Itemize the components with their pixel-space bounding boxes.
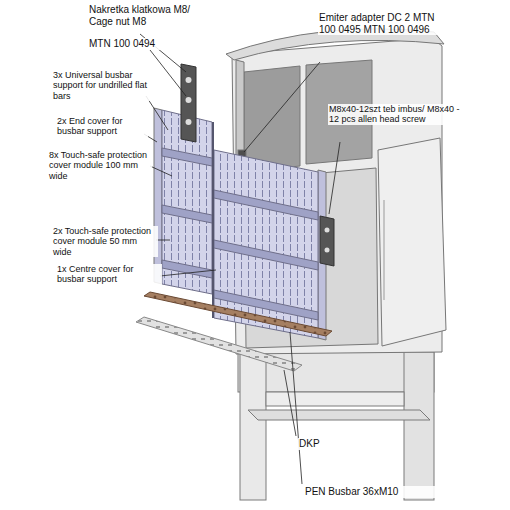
dkp-rail: [136, 317, 302, 371]
part-label: 2x End cover for busbar support: [56, 116, 148, 137]
part-label: 3x Universal busbar support for undrille…: [52, 70, 150, 101]
part-label: Emiter adapter DC 2 MTN 100 0495 MTN 100…: [318, 12, 438, 35]
cabinet-plinth: [238, 352, 434, 500]
part-label: M8x40-12szt teb imbus/ M8x40 - 12 pcs al…: [328, 104, 462, 125]
part-label: 8x Touch-safe protection cover module 10…: [48, 150, 152, 181]
leader-lines: [140, 34, 340, 484]
part-label: 2x Touch-safe protection cover module 50…: [52, 226, 158, 257]
part-label: 1x Centre cover for busbar support: [56, 264, 162, 285]
part-label: Nakretka klatkowa M8/ Cage nut M8: [88, 4, 200, 27]
part-number: MTN 100 0494: [88, 38, 170, 50]
cage-nut-strip: [181, 64, 196, 142]
end-cover: [154, 108, 162, 284]
part-label: DKP: [298, 438, 340, 450]
screw-strip: [320, 216, 334, 266]
part-label: PEN Busbar 36xM10: [304, 486, 456, 498]
